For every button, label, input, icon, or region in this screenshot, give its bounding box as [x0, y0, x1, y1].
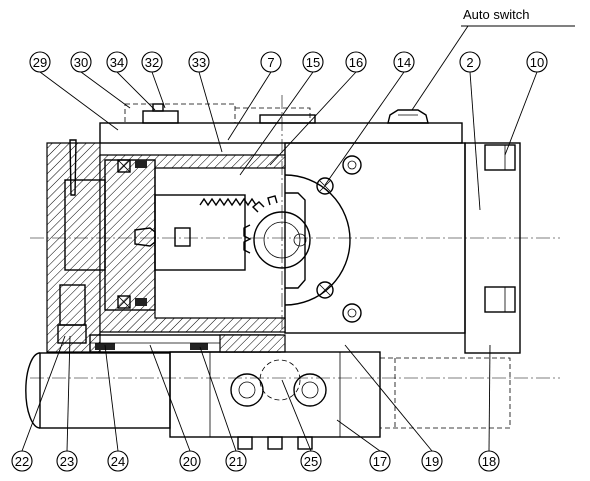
- callout-33: 33: [188, 51, 210, 73]
- callout-24-label: 24: [111, 454, 125, 469]
- auto-switch: [387, 109, 429, 124]
- callout-25-label: 25: [304, 454, 318, 469]
- callout-22: 22: [11, 450, 33, 472]
- callout-16-label: 16: [349, 55, 363, 70]
- callout-21-label: 21: [229, 454, 243, 469]
- cylinder-section: [46, 139, 286, 353]
- callout-33-label: 33: [192, 55, 206, 70]
- callout-34-label: 34: [110, 55, 124, 70]
- callout-21: 21: [225, 450, 247, 472]
- callout-2-label: 2: [466, 55, 473, 70]
- callout-32-label: 32: [145, 55, 159, 70]
- callout-22-label: 22: [15, 454, 29, 469]
- callout-17: 17: [369, 450, 391, 472]
- callout-17-label: 17: [373, 454, 387, 469]
- callout-18: 18: [478, 450, 500, 472]
- callout-10-label: 10: [530, 55, 544, 70]
- callout-10: 10: [526, 51, 548, 73]
- callout-30: 30: [70, 51, 92, 73]
- callout-7: 7: [260, 51, 282, 73]
- callout-14-label: 14: [397, 55, 411, 70]
- callout-29: 29: [29, 51, 51, 73]
- leader-lines: [21, 25, 575, 452]
- callout-25: 25: [300, 450, 322, 472]
- solenoid-valve: [25, 351, 511, 450]
- callout-15-label: 15: [306, 55, 320, 70]
- callout-14: 14: [393, 51, 415, 73]
- auto-switch-dashed-outline: [124, 103, 316, 124]
- callout-2: 2: [459, 51, 481, 73]
- callout-32: 32: [141, 51, 163, 73]
- callout-15: 15: [302, 51, 324, 73]
- callout-7-label: 7: [267, 55, 274, 70]
- callout-23-label: 23: [60, 454, 74, 469]
- callout-18-label: 18: [482, 454, 496, 469]
- callout-19-label: 19: [425, 454, 439, 469]
- callout-34: 34: [106, 51, 128, 73]
- callout-16: 16: [345, 51, 367, 73]
- callout-29-label: 29: [33, 55, 47, 70]
- callout-23: 23: [56, 450, 78, 472]
- auto-switch-label: Auto switch: [463, 7, 529, 22]
- callout-19: 19: [421, 450, 443, 472]
- callout-30-label: 30: [74, 55, 88, 70]
- callout-20: 20: [179, 450, 201, 472]
- callout-24: 24: [107, 450, 129, 472]
- callout-20-label: 20: [183, 454, 197, 469]
- body-bolts: [316, 155, 362, 323]
- pinion-gear: [243, 174, 351, 306]
